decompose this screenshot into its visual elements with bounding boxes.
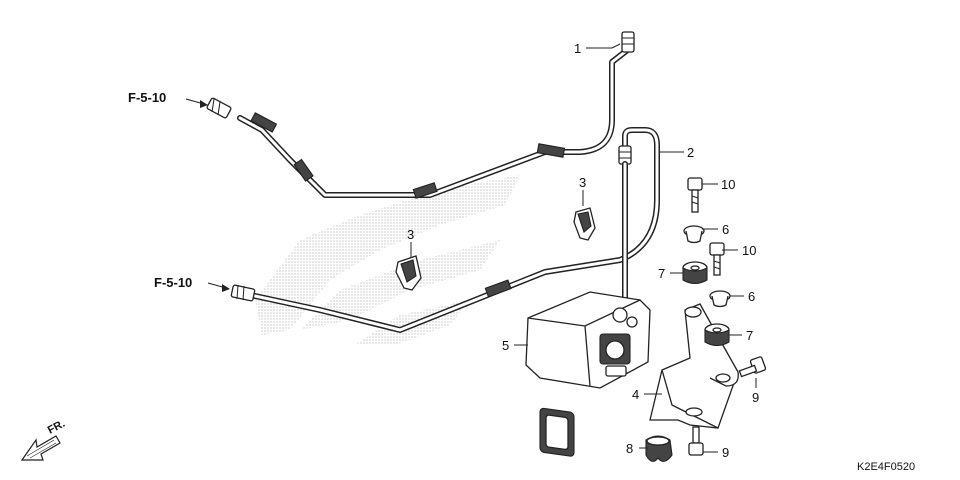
brake-pipe-1: [237, 45, 633, 198]
reference-label-upper: F-5-10: [128, 90, 166, 105]
pipe-1-sleeves: [250, 112, 566, 199]
callout-9-side: 9: [752, 390, 759, 405]
modulator-bracket: [649, 303, 739, 429]
bolt-9-bottom: [688, 426, 704, 456]
callout-6-upper: 6: [722, 222, 729, 237]
collar-6-lower: [709, 290, 731, 308]
pipe-1-end-fitting: [206, 97, 232, 119]
abs-modulator: [525, 291, 651, 457]
bolt-10-upper: [687, 177, 703, 213]
callout-9-bottom: 9: [722, 445, 729, 460]
callout-4: 4: [632, 387, 639, 402]
callout-10-lower: 10: [742, 243, 756, 258]
callout-10-upper: 10: [721, 177, 735, 192]
ref-arrow-lower: [207, 282, 230, 292]
grommet-7-upper: [682, 261, 708, 285]
pipe-1-top-fitting: [621, 31, 635, 53]
diagram-code: K2E4F0520: [857, 461, 915, 473]
bolt-9-side: [738, 356, 767, 378]
callout-3-lower: 3: [407, 227, 414, 242]
pipe-2-sleeves: [484, 279, 512, 298]
reference-label-lower: F-5-10: [154, 275, 192, 290]
watermark-emblem: [255, 175, 520, 345]
callout-8: 8: [626, 441, 633, 456]
callout-6-lower: 6: [748, 289, 755, 304]
callout-7-upper: 7: [658, 266, 665, 281]
grommet-7-lower: [704, 323, 730, 347]
pipe-clamp-upper: [573, 207, 596, 241]
front-direction-label: FR.: [46, 418, 67, 437]
pipe-2-end-fitting: [230, 284, 256, 302]
rubber-mount-8: [645, 435, 673, 462]
bolt-10-lower: [709, 242, 725, 276]
callout-7-lower: 7: [746, 328, 753, 343]
callout-3-upper: 3: [579, 175, 586, 190]
pipe-clamp-lower: [395, 255, 422, 291]
collar-6-upper: [683, 225, 705, 244]
front-direction-arrow-icon: [20, 435, 61, 461]
callout-2: 2: [687, 145, 694, 160]
callout-5: 5: [502, 338, 509, 353]
callout-1: 1: [574, 41, 581, 56]
leader-lines: [410, 43, 757, 453]
ref-arrow-upper: [185, 98, 208, 108]
